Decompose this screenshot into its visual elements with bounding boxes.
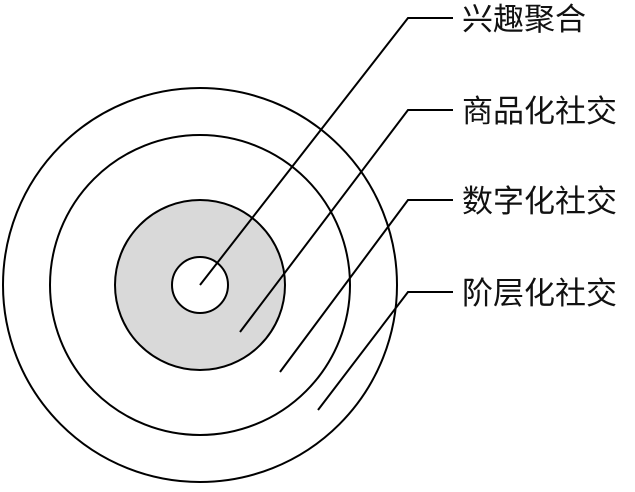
outer-ring [2,87,398,483]
leader-line-2 [239,109,453,333]
label-digital-social: 数字化社交 [462,184,617,220]
leader-line-3 [279,199,453,373]
leader-line-4 [317,291,453,411]
third-ring [49,134,351,436]
label-stratified-social: 阶层化社交 [462,276,617,312]
leader-line-1 [199,17,453,286]
label-interest-aggregation: 兴趣聚合 [462,2,586,38]
label-commodified-social: 商品化社交 [462,94,617,130]
